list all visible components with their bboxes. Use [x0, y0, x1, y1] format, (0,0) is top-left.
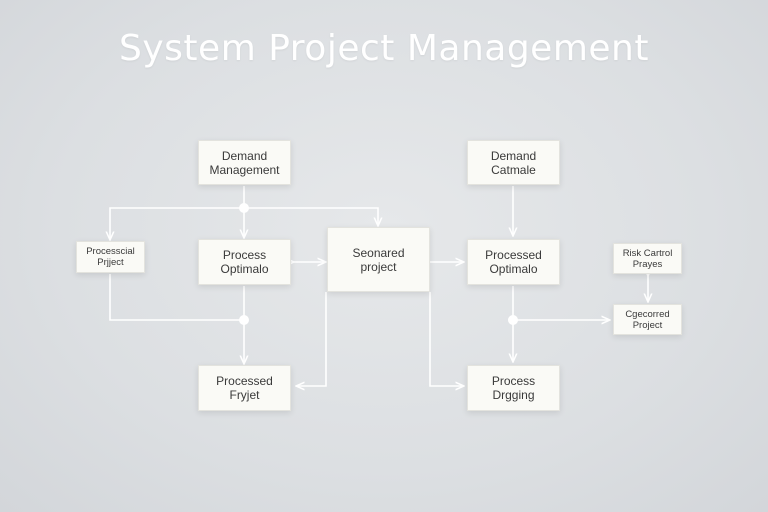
node-label-line1: Demand [221, 148, 268, 163]
node-cgecorred-project: Cgecorred Project [613, 304, 682, 335]
node-process-drgging: Process Drgging [467, 365, 560, 411]
connector-junction-to-seonared [244, 207, 378, 226]
node-label-line1: Processed [485, 248, 542, 262]
node-label-line1: Processcial [86, 246, 135, 257]
node-label-line2: Drgging [492, 388, 535, 402]
node-label-line2: Project [632, 319, 663, 331]
node-label-line2: Optimalo [489, 262, 538, 276]
connector-seonared-to-drgging [429, 292, 464, 386]
node-processed-fryjet: Processed Fryjet [198, 365, 291, 411]
connector-processcial-to-lower-junction [109, 274, 244, 321]
node-label-line1: Processed [216, 374, 273, 388]
node-label-line2: Fryjet [229, 388, 260, 402]
connector-junction-to-processcial [110, 207, 244, 240]
junction-top [239, 203, 249, 213]
node-label-line1: Process [491, 374, 536, 388]
node-processed-optimalo: Processed Optimalo [467, 239, 560, 285]
node-processcial-prjject: Processcial Prjject [76, 241, 145, 273]
node-demand-catmale: Demand Catmale [467, 140, 560, 185]
node-label-line2: Prayes [632, 258, 663, 270]
junction-lower [239, 315, 249, 325]
node-label-line2: Optimalo [220, 262, 269, 276]
node-label-line2: Catmale [491, 162, 536, 177]
junction-right [508, 315, 518, 325]
page-title: System Project Management [119, 28, 649, 69]
node-label-line1: Seonared [352, 245, 405, 260]
connector-seonared-to-fryjet [296, 292, 327, 386]
node-label-line1: Cgecorred [625, 308, 670, 320]
node-demand-management: Demand Management [198, 140, 291, 185]
node-label-line2: Management [209, 162, 280, 177]
node-seonared-project: Seonared project [327, 227, 430, 292]
node-risk-cartrol-prayes: Risk Cartrol Prayes [613, 243, 682, 274]
node-label-line1: Risk Cartrol [622, 247, 673, 259]
node-label-line2: Prjject [97, 257, 124, 268]
node-label-line2: project [360, 259, 397, 274]
node-label-line1: Demand [490, 148, 537, 163]
node-label-line1: Process [222, 248, 267, 262]
node-process-optimalo: Process Optimalo [198, 239, 291, 285]
